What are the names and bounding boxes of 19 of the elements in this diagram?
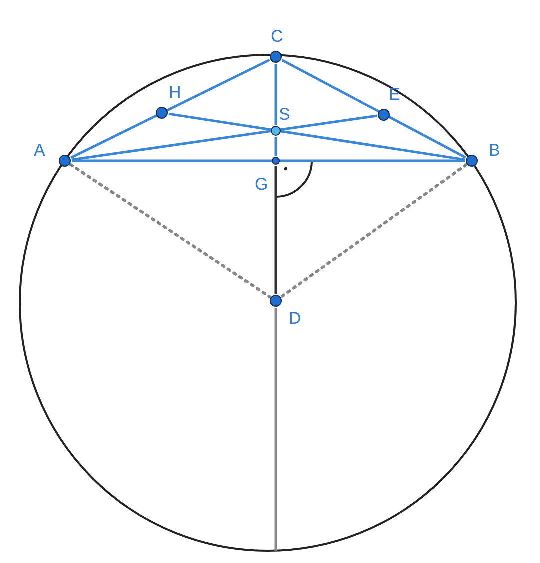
- point-label: S: [279, 106, 290, 123]
- point-label: B: [489, 142, 500, 159]
- point-label: D: [289, 310, 302, 327]
- point-label: C: [271, 28, 284, 45]
- line-segment: [274, 166, 278, 294]
- line-segment: [70, 58, 270, 160]
- line-segment: [168, 112, 466, 162]
- line-segment: [72, 114, 378, 162]
- point-label: E: [389, 86, 400, 103]
- line-segment: [274, 137, 278, 156]
- dotted-line: [69, 163, 272, 299]
- point-label: H: [169, 84, 182, 101]
- line-segment: [72, 160, 465, 162]
- line-segment: [282, 59, 466, 159]
- point-label: A: [34, 142, 46, 159]
- line-segment: [274, 308, 278, 551]
- dotted-line: [280, 164, 468, 298]
- line-segment: [274, 64, 278, 125]
- point-label: G: [255, 176, 268, 193]
